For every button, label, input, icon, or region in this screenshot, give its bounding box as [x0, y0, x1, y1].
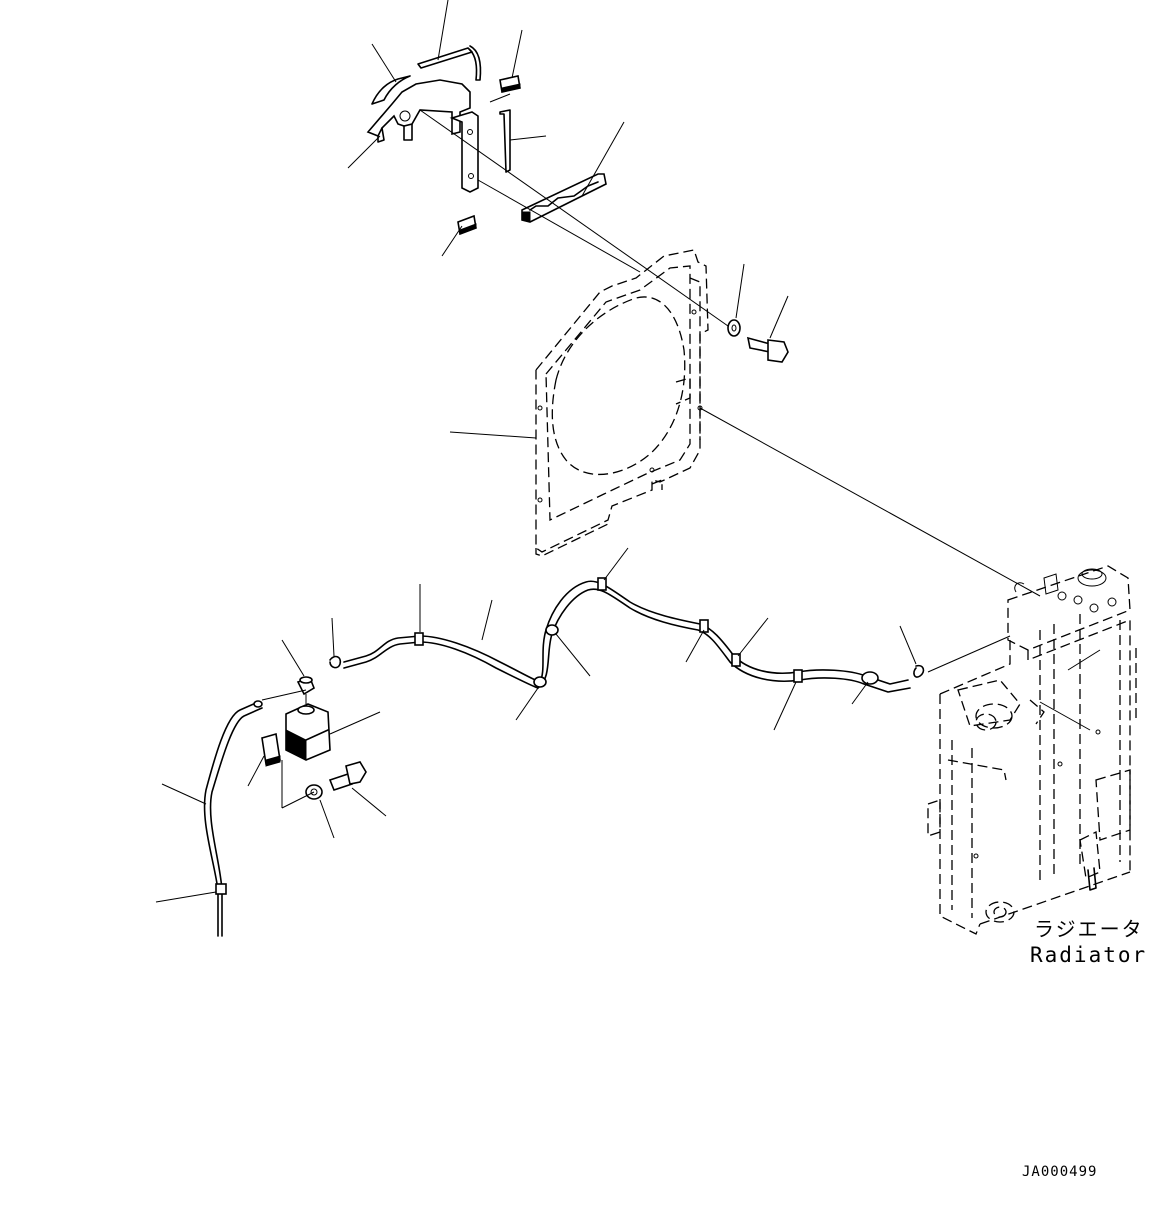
top-bracket-assembly: [366, 45, 607, 236]
fan-shroud: [535, 249, 709, 557]
leader-lines-reservoir: [247, 639, 387, 839]
shroud-bolt: [746, 295, 789, 363]
overflow-hose: [329, 577, 925, 693]
radiator-label-en: Radiator: [1030, 943, 1147, 967]
leader-lines-hose: [331, 547, 917, 731]
shroud-washer: [727, 263, 745, 337]
leader-lines-shroud: [449, 407, 1041, 597]
drawing-code: JA000499: [1022, 1164, 1097, 1180]
leader-lines-top: [347, 0, 729, 327]
radiator-label-jp: ラジエータ: [1034, 917, 1144, 941]
radiator: [927, 565, 1137, 935]
drain-tube: [155, 700, 263, 937]
reservoir-tank: [261, 676, 367, 809]
